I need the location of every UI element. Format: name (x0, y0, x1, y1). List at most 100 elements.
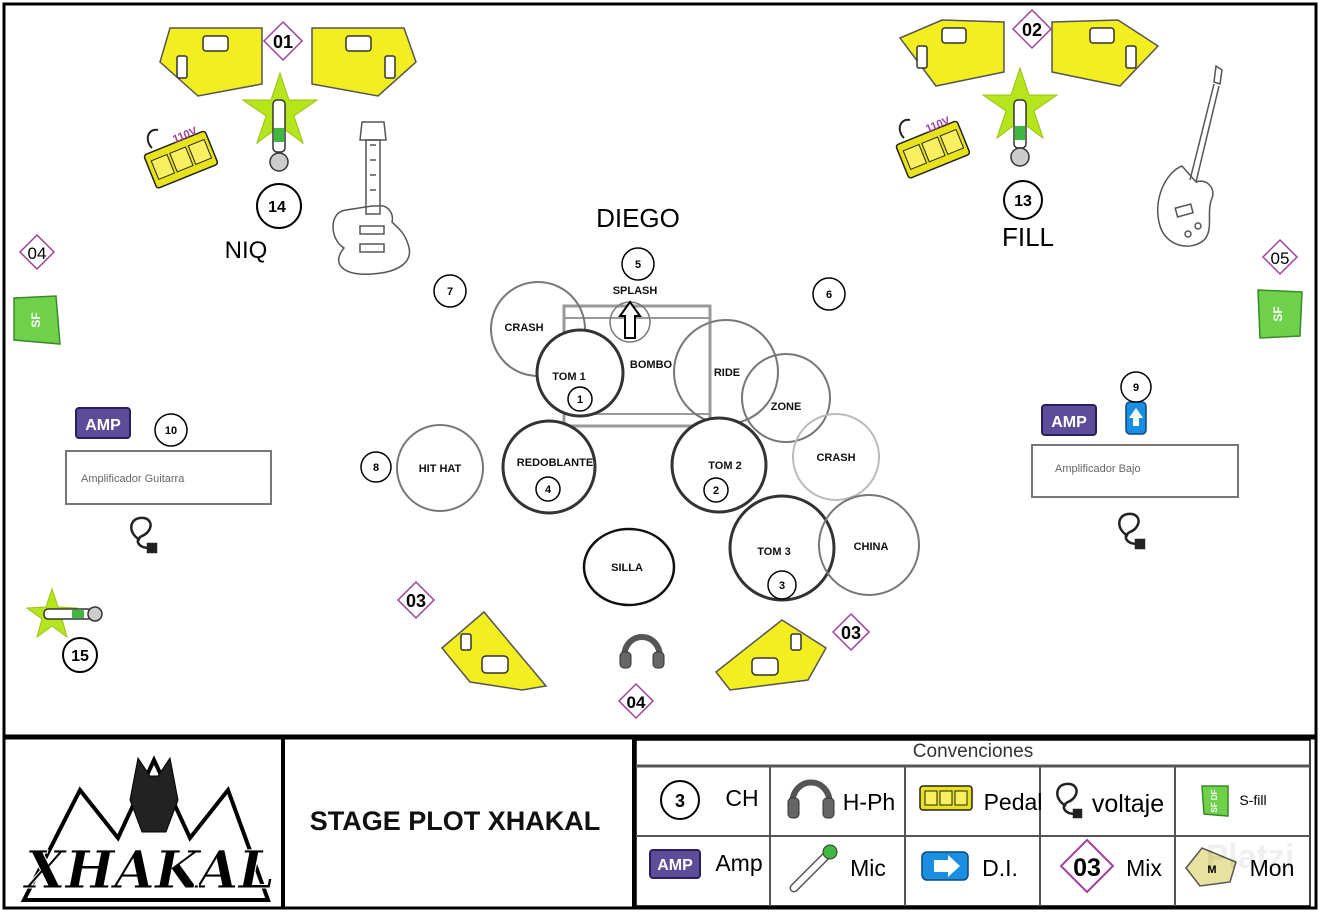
channel-5: 5 (621, 247, 655, 281)
mix-04-left: 04 (18, 233, 56, 271)
legend-amp-sample: AMP (657, 857, 693, 874)
channel-13: 13 (1003, 180, 1043, 220)
splash-label: SPLASH (613, 285, 658, 297)
legend-sfill: S-fill (1239, 792, 1266, 808)
mix-03-right: 03 (831, 612, 871, 652)
channel-2-label: 2 (713, 485, 719, 497)
channel-1: 1 (567, 386, 593, 412)
legend-mic: Mic (850, 855, 886, 881)
legend-voltage-icon (1056, 782, 1083, 819)
musician-niq: NIQ (225, 237, 268, 264)
channel-6: 6 (812, 277, 846, 311)
legend-mix-icon (1059, 838, 1115, 894)
channel-15: 15 (62, 637, 98, 673)
channel-10-label: 10 (165, 425, 177, 437)
footer-frame (2, 736, 1318, 910)
svg-text:M: M (1207, 864, 1216, 876)
channel-9-label: 9 (1133, 382, 1139, 394)
mix-03-left: 03 (396, 580, 436, 620)
channel-7-label: 7 (447, 286, 453, 298)
band-logo-text: XHAKAL (22, 840, 275, 901)
side-fill-right: SF (1257, 289, 1303, 339)
channel-14-label: 14 (268, 199, 286, 216)
mix-02: 02 (1011, 8, 1053, 50)
stage-frame (2, 2, 1318, 738)
splash-arrow-icon (618, 300, 642, 339)
legend-mix: Mix (1126, 855, 1162, 881)
legend-mon-icon: M (1185, 847, 1237, 887)
amp-badge-guitar-text: AMP (85, 417, 121, 434)
china-label: CHINA (854, 541, 889, 553)
bass-amplifier (1031, 444, 1239, 498)
headphones-icon (619, 634, 665, 669)
bass-amplifier-label: Amplificador Bajo (1055, 463, 1141, 475)
amp-badge-bass-text: AMP (1051, 414, 1087, 431)
legend-hph: H-Ph (843, 789, 895, 815)
guitar-amplifier (65, 450, 272, 505)
legend-pedal: Pedal (984, 789, 1043, 815)
tom2-drum (670, 416, 768, 514)
hihat-label: HIT HAT (419, 463, 462, 475)
side-fill-right-label: SF (1271, 306, 1285, 321)
legend-mon: Mon (1250, 855, 1295, 881)
amp-badge-bass: AMP (1041, 404, 1097, 436)
channel-3-label: 3 (779, 580, 785, 592)
channel-5-label: 5 (635, 259, 641, 271)
monitor-wedge-03-right (714, 619, 828, 691)
legend-di-icon (921, 851, 969, 881)
mic-stand-15 (25, 587, 103, 639)
legend-ch: CH (725, 785, 758, 811)
channel-14: 14 (256, 183, 302, 229)
monitor-wedge-02-left (898, 19, 1005, 87)
mix-05: 05 (1261, 238, 1299, 276)
musician-diego: DIEGO (596, 203, 680, 233)
mix-01-label: 01 (273, 32, 293, 52)
channel-15-label: 15 (71, 648, 89, 665)
mix-03-left-label: 03 (406, 591, 426, 611)
zone-label: ZONE (771, 401, 802, 413)
tom1-label: TOM 1 (552, 371, 585, 383)
channel-4: 4 (535, 476, 561, 502)
channel-7: 7 (433, 274, 467, 308)
monitor-wedge-02-right (1051, 19, 1160, 87)
hihat-cymbal (396, 424, 484, 512)
legend-sfill-icon: SF DF (1201, 785, 1229, 817)
side-fill-left: SF (13, 295, 61, 345)
channel-1-label: 1 (577, 394, 583, 406)
mix-04-left-label: 04 (28, 244, 47, 263)
legend: Convenciones 3 CH H-Ph Pedal voltaje (635, 739, 1311, 907)
mix-03-right-label: 03 (841, 623, 861, 643)
side-fill-left-label: SF (29, 312, 43, 327)
channel-2: 2 (703, 477, 729, 503)
channel-8-label: 8 (373, 462, 379, 474)
tom2-label: TOM 2 (708, 460, 741, 472)
drum-kit (396, 281, 920, 607)
legend-heading: Convenciones (913, 741, 1033, 762)
legend-mix-sample: 03 (1073, 854, 1101, 882)
voltage-plug-icon-guitar (130, 516, 158, 554)
mix-04-drums: 04 (617, 682, 655, 720)
snare-drum (501, 419, 597, 515)
amp-badge-guitar: AMP (75, 407, 131, 439)
monitor-wedge-03-left (440, 610, 548, 691)
crash-right-cymbal (792, 413, 880, 501)
mix-05-label: 05 (1271, 249, 1290, 268)
svg-text:SF DF: SF DF (1210, 789, 1219, 812)
crash-right-label: CRASH (816, 452, 855, 464)
china-cymbal (818, 494, 920, 596)
channel-4-label: 4 (545, 484, 552, 496)
channel-10: 10 (154, 413, 188, 447)
di-box-icon (1125, 401, 1147, 435)
channel-13-label: 13 (1014, 193, 1032, 210)
legend-mic-icon (789, 844, 838, 893)
monitor-wedge-01-right (311, 27, 417, 97)
mic-stand-niq (241, 71, 319, 172)
mix-01: 01 (262, 20, 304, 62)
legend-ch-sample: 3 (675, 791, 685, 811)
zone-cymbal (741, 353, 831, 443)
channel-9: 9 (1120, 371, 1152, 403)
legend-pedal-icon (919, 785, 973, 811)
throne-label: SILLA (611, 562, 643, 574)
voltage-plug-icon-bass (1118, 512, 1146, 550)
